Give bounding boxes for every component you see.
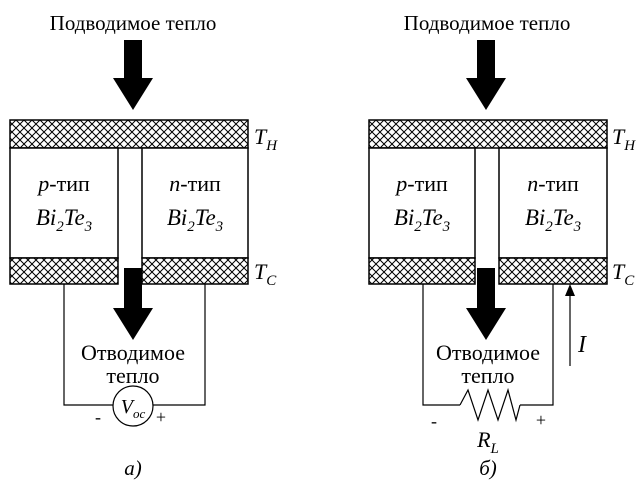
n-type-leg <box>141 147 249 259</box>
hot-plate <box>368 119 608 149</box>
cold-temp-label: TC <box>612 259 635 289</box>
heat-out-label-line2: тепло <box>461 363 514 388</box>
p-type-leg <box>368 147 476 259</box>
cold-plate-left <box>9 257 119 285</box>
heat-out-label-line2: тепло <box>106 363 159 388</box>
circuit-wire <box>422 284 460 406</box>
n-material-label: Bi2Te3 <box>167 205 223 235</box>
plus-sign: + <box>156 407 166 427</box>
heat-out-label-line1: Отводимое <box>436 340 540 365</box>
p-material-label: Bi2Te3 <box>394 205 450 235</box>
cold-plate-left <box>368 257 476 285</box>
hot-temp-label: TH <box>612 124 636 154</box>
n-type-leg <box>498 147 608 259</box>
heat-out-arrow <box>113 268 153 340</box>
heat-in-arrow <box>466 40 506 110</box>
heat-out-label-line1: Отводимое <box>81 340 185 365</box>
p-type-leg <box>9 147 119 259</box>
heat-out-arrow <box>466 268 506 340</box>
n-type-label: n-тип <box>527 171 579 196</box>
circuit-wire <box>63 284 113 406</box>
panel-b: Подводимое тепло TH p-тип Bi2Te3 n-тип B… <box>368 11 636 480</box>
minus-sign: - <box>95 407 101 427</box>
p-material-label: Bi2Te3 <box>36 205 92 235</box>
voltmeter-label: Voc <box>121 396 146 421</box>
circuit-wire <box>520 284 554 406</box>
p-type-label: p-тип <box>394 171 448 196</box>
load-resistor <box>459 387 521 423</box>
cold-temp-label: TC <box>254 259 277 289</box>
minus-sign: - <box>431 411 437 431</box>
panel-caption: б) <box>479 456 497 480</box>
current-label: I <box>577 332 587 358</box>
circuit-wire <box>153 284 206 406</box>
panel-caption: а) <box>124 456 142 480</box>
heat-in-arrow <box>113 40 153 110</box>
heat-in-label: Подводимое тепло <box>404 11 571 35</box>
hot-temp-label: TH <box>254 124 278 154</box>
load-label: RL <box>476 427 499 457</box>
current-arrow-head <box>565 284 575 296</box>
plus-sign: + <box>536 410 546 430</box>
panel-a: Подводимое тепло TH p-тип Bi2Te3 n-тип B… <box>9 11 278 480</box>
cold-plate-right <box>141 257 249 285</box>
n-material-label: Bi2Te3 <box>525 205 581 235</box>
n-type-label: n-тип <box>169 171 221 196</box>
p-type-label: p-тип <box>36 171 90 196</box>
voltmeter <box>112 385 154 427</box>
cold-plate-right <box>498 257 608 285</box>
heat-in-label: Подводимое тепло <box>50 11 217 35</box>
hot-plate <box>9 119 249 149</box>
